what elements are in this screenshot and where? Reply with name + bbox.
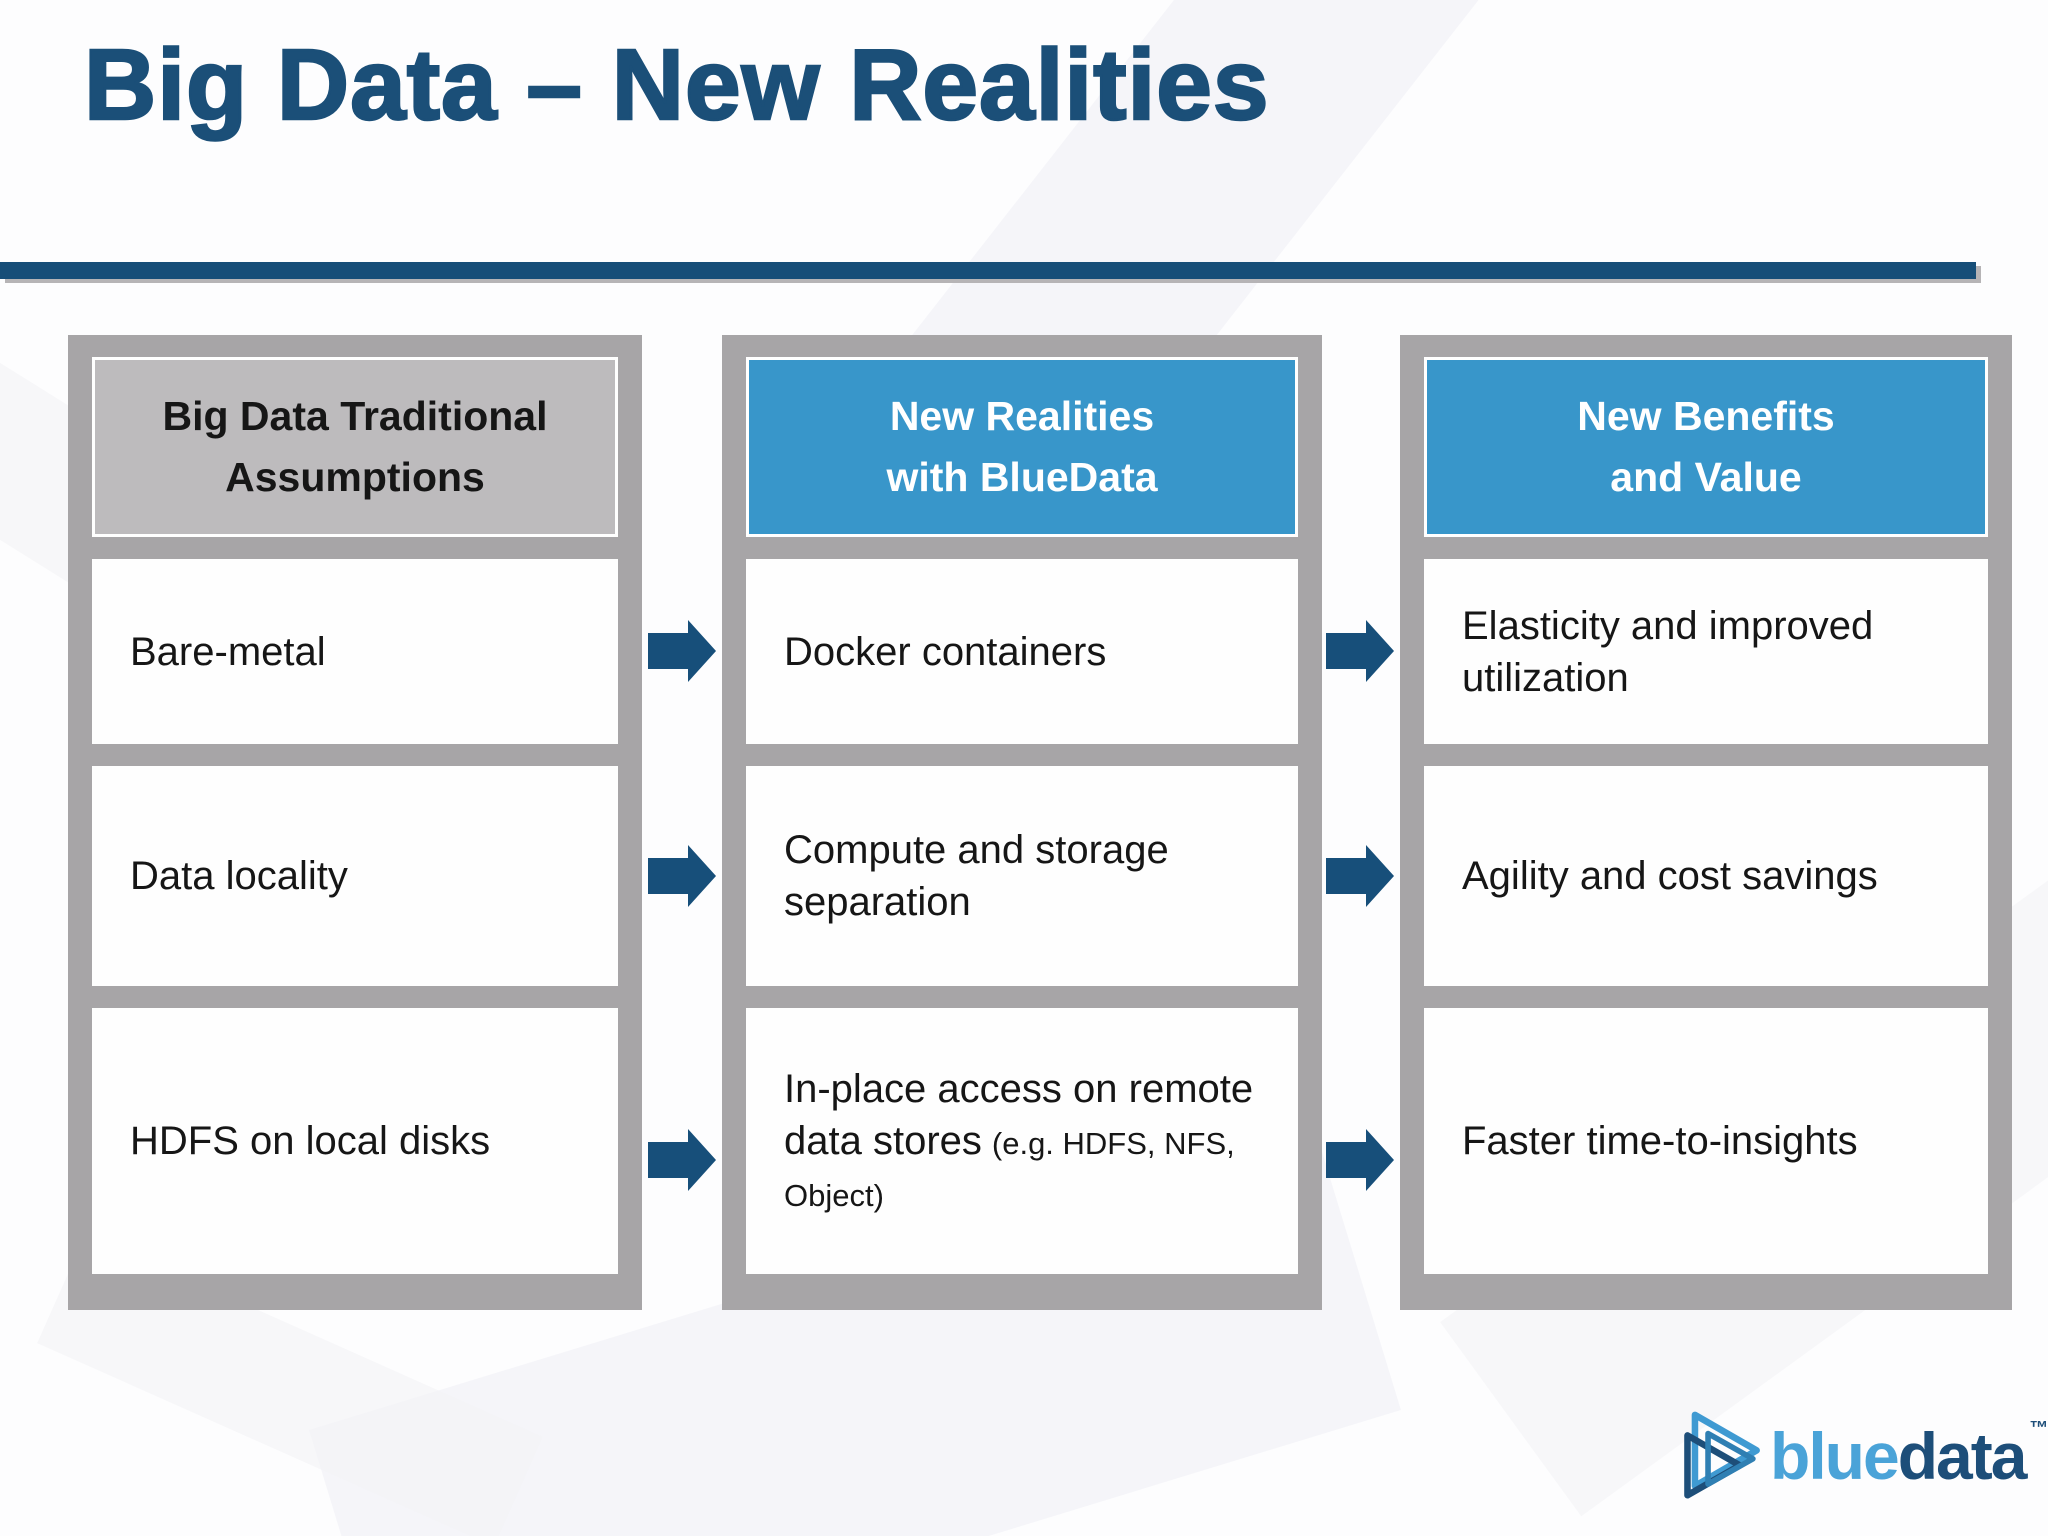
cell-label: Faster time-to-insights [1462, 1119, 1858, 1163]
column-header-traditional-assumptions: Big Data Traditional Assumptions [92, 357, 618, 537]
cell-hdfs-on-local-disks: HDFS on local disks [92, 1008, 618, 1274]
column-header-new-benefits: New Benefits and Value [1424, 357, 1988, 537]
bluedata-logo: bluedata ™ [1680, 1408, 2048, 1504]
cell-agility-cost-savings: Agility and cost savings [1424, 766, 1988, 986]
cell-label: Agility and cost savings [1462, 854, 1878, 898]
arrow-right-icon [648, 845, 716, 907]
arrow-right-icon [1326, 1129, 1394, 1191]
cell-data-locality: Data locality [92, 766, 618, 986]
bluedata-triangles-icon [1684, 1411, 1760, 1499]
column-header-new-realities: New Realities with BlueData [746, 357, 1298, 537]
cell-label: Data locality [130, 854, 348, 898]
column-new-benefits: New Benefits and Value Elasticity and im… [1400, 335, 2012, 1310]
cell-compute-storage-separation: Compute and storage separation [746, 766, 1298, 986]
cell-label: Bare-metal [130, 629, 326, 674]
logo-word-blue: blue [1770, 1419, 1900, 1493]
cell-faster-time-to-insights: Faster time-to-insights [1424, 1008, 1988, 1274]
cell-label: HDFS on local disks [130, 1119, 491, 1163]
column-new-realities: New Realities with BlueData Docker conta… [722, 335, 1322, 1310]
title-divider [0, 262, 1976, 279]
cell-in-place-access: In-place access on remote data stores(e.… [746, 1008, 1298, 1274]
cell-note: (e.g. HDFS, NFS, Object) [784, 1126, 1235, 1213]
cell-docker-containers: Docker containers [746, 559, 1298, 744]
cell-label: Elasticity and improved utilization [1462, 603, 1874, 700]
cell-bare-metal: Bare-metal [92, 559, 618, 744]
cell-label: Docker containers [784, 629, 1107, 674]
column-traditional-assumptions: Big Data Traditional Assumptions Bare-me… [68, 335, 642, 1310]
cell-elasticity-utilization: Elasticity and improved utilization [1424, 559, 1988, 744]
logo-word-data: data [1897, 1419, 2028, 1493]
logo-trademark: ™ [2029, 1418, 2048, 1439]
cell-label: In-place access on remote data stores [784, 1067, 1254, 1163]
logo-wordmark: bluedata [1770, 1423, 2027, 1489]
arrow-right-icon [648, 1129, 716, 1191]
arrow-right-icon [1326, 845, 1394, 907]
cell-label: Compute and storage separation [784, 828, 1169, 924]
arrow-right-icon [648, 620, 716, 682]
slide-title: Big Data – New Realities [83, 28, 1270, 143]
arrow-right-icon [1326, 620, 1394, 682]
